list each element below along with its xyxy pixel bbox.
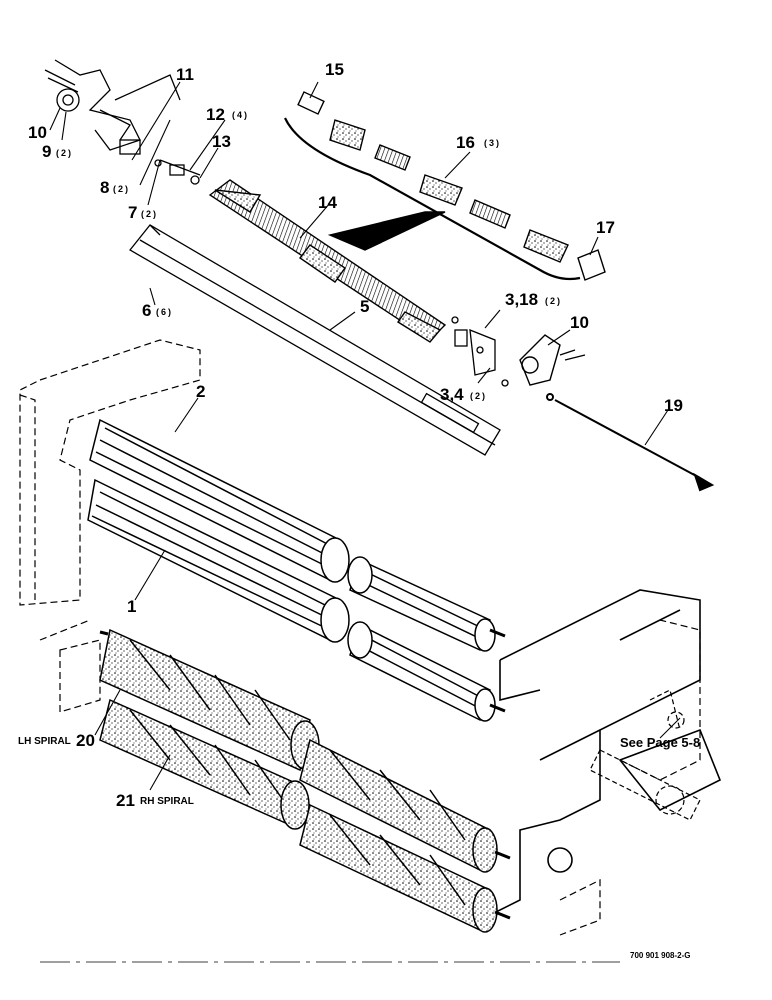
callout-17-num: 17 (596, 218, 615, 237)
callout-20-caption: LH SPIRAL (18, 736, 71, 747)
callout-15-num: 15 (325, 60, 344, 79)
callout-13-num: 13 (212, 132, 231, 151)
callout-3-4-qty: (2) (470, 391, 487, 401)
callout-5-num: 5 (360, 297, 369, 316)
rod-19 (546, 393, 715, 492)
callout-21-num: 21 (116, 791, 135, 810)
document-number: 700 901 908-2-G (630, 951, 691, 960)
bearing-brackets (451, 316, 509, 387)
callout-16-num: 16 (456, 133, 475, 152)
callout-labels: 1 2 3,4 (2) 3,18 (2) 5 6 (6) 7 (2) 8 (2)… (18, 60, 700, 960)
callout-1-num: 1 (127, 597, 136, 616)
right-bracket-10 (519, 334, 586, 386)
callout-9-num: 9 (42, 142, 51, 161)
callout-3-18-qty: (2) (545, 296, 562, 306)
callout-6-num: 6 (142, 301, 151, 320)
callout-12-qty: (4) (232, 110, 249, 120)
coil-roller-14 (208, 179, 447, 343)
callout-7-num: 7 (128, 203, 137, 222)
callout-7-qty: (2) (141, 209, 158, 219)
callout-2-num: 2 (196, 382, 205, 401)
callout-3-4-num: 3,4 (440, 385, 464, 404)
drive-parts (589, 689, 701, 821)
callout-14-num: 14 (318, 193, 337, 212)
shield-panel (129, 224, 501, 456)
callout-9-qty: (2) (56, 148, 73, 158)
callout-10b-num: 10 (570, 313, 589, 332)
callout-21-caption: RH SPIRAL (140, 796, 194, 807)
callout-10a-num: 10 (28, 123, 47, 142)
callout-8-qty: (2) (113, 184, 130, 194)
callout-11-num: 11 (176, 65, 194, 84)
callout-16-qty: (3) (484, 138, 501, 148)
see-page-reference: See Page 5-8 (620, 735, 700, 750)
inset-parts (284, 91, 606, 281)
callout-20-num: 20 (76, 731, 95, 750)
callout-6-qty: (6) (156, 307, 173, 317)
leader-lines (49, 81, 681, 791)
fluted-rollers (87, 418, 506, 722)
callout-12-num: 12 (206, 105, 225, 124)
callout-19-num: 19 (664, 396, 683, 415)
right-frame (479, 589, 722, 921)
callout-3-18-num: 3,18 (505, 290, 538, 309)
callout-8-num: 8 (100, 178, 109, 197)
spiral-rollers (99, 628, 511, 933)
